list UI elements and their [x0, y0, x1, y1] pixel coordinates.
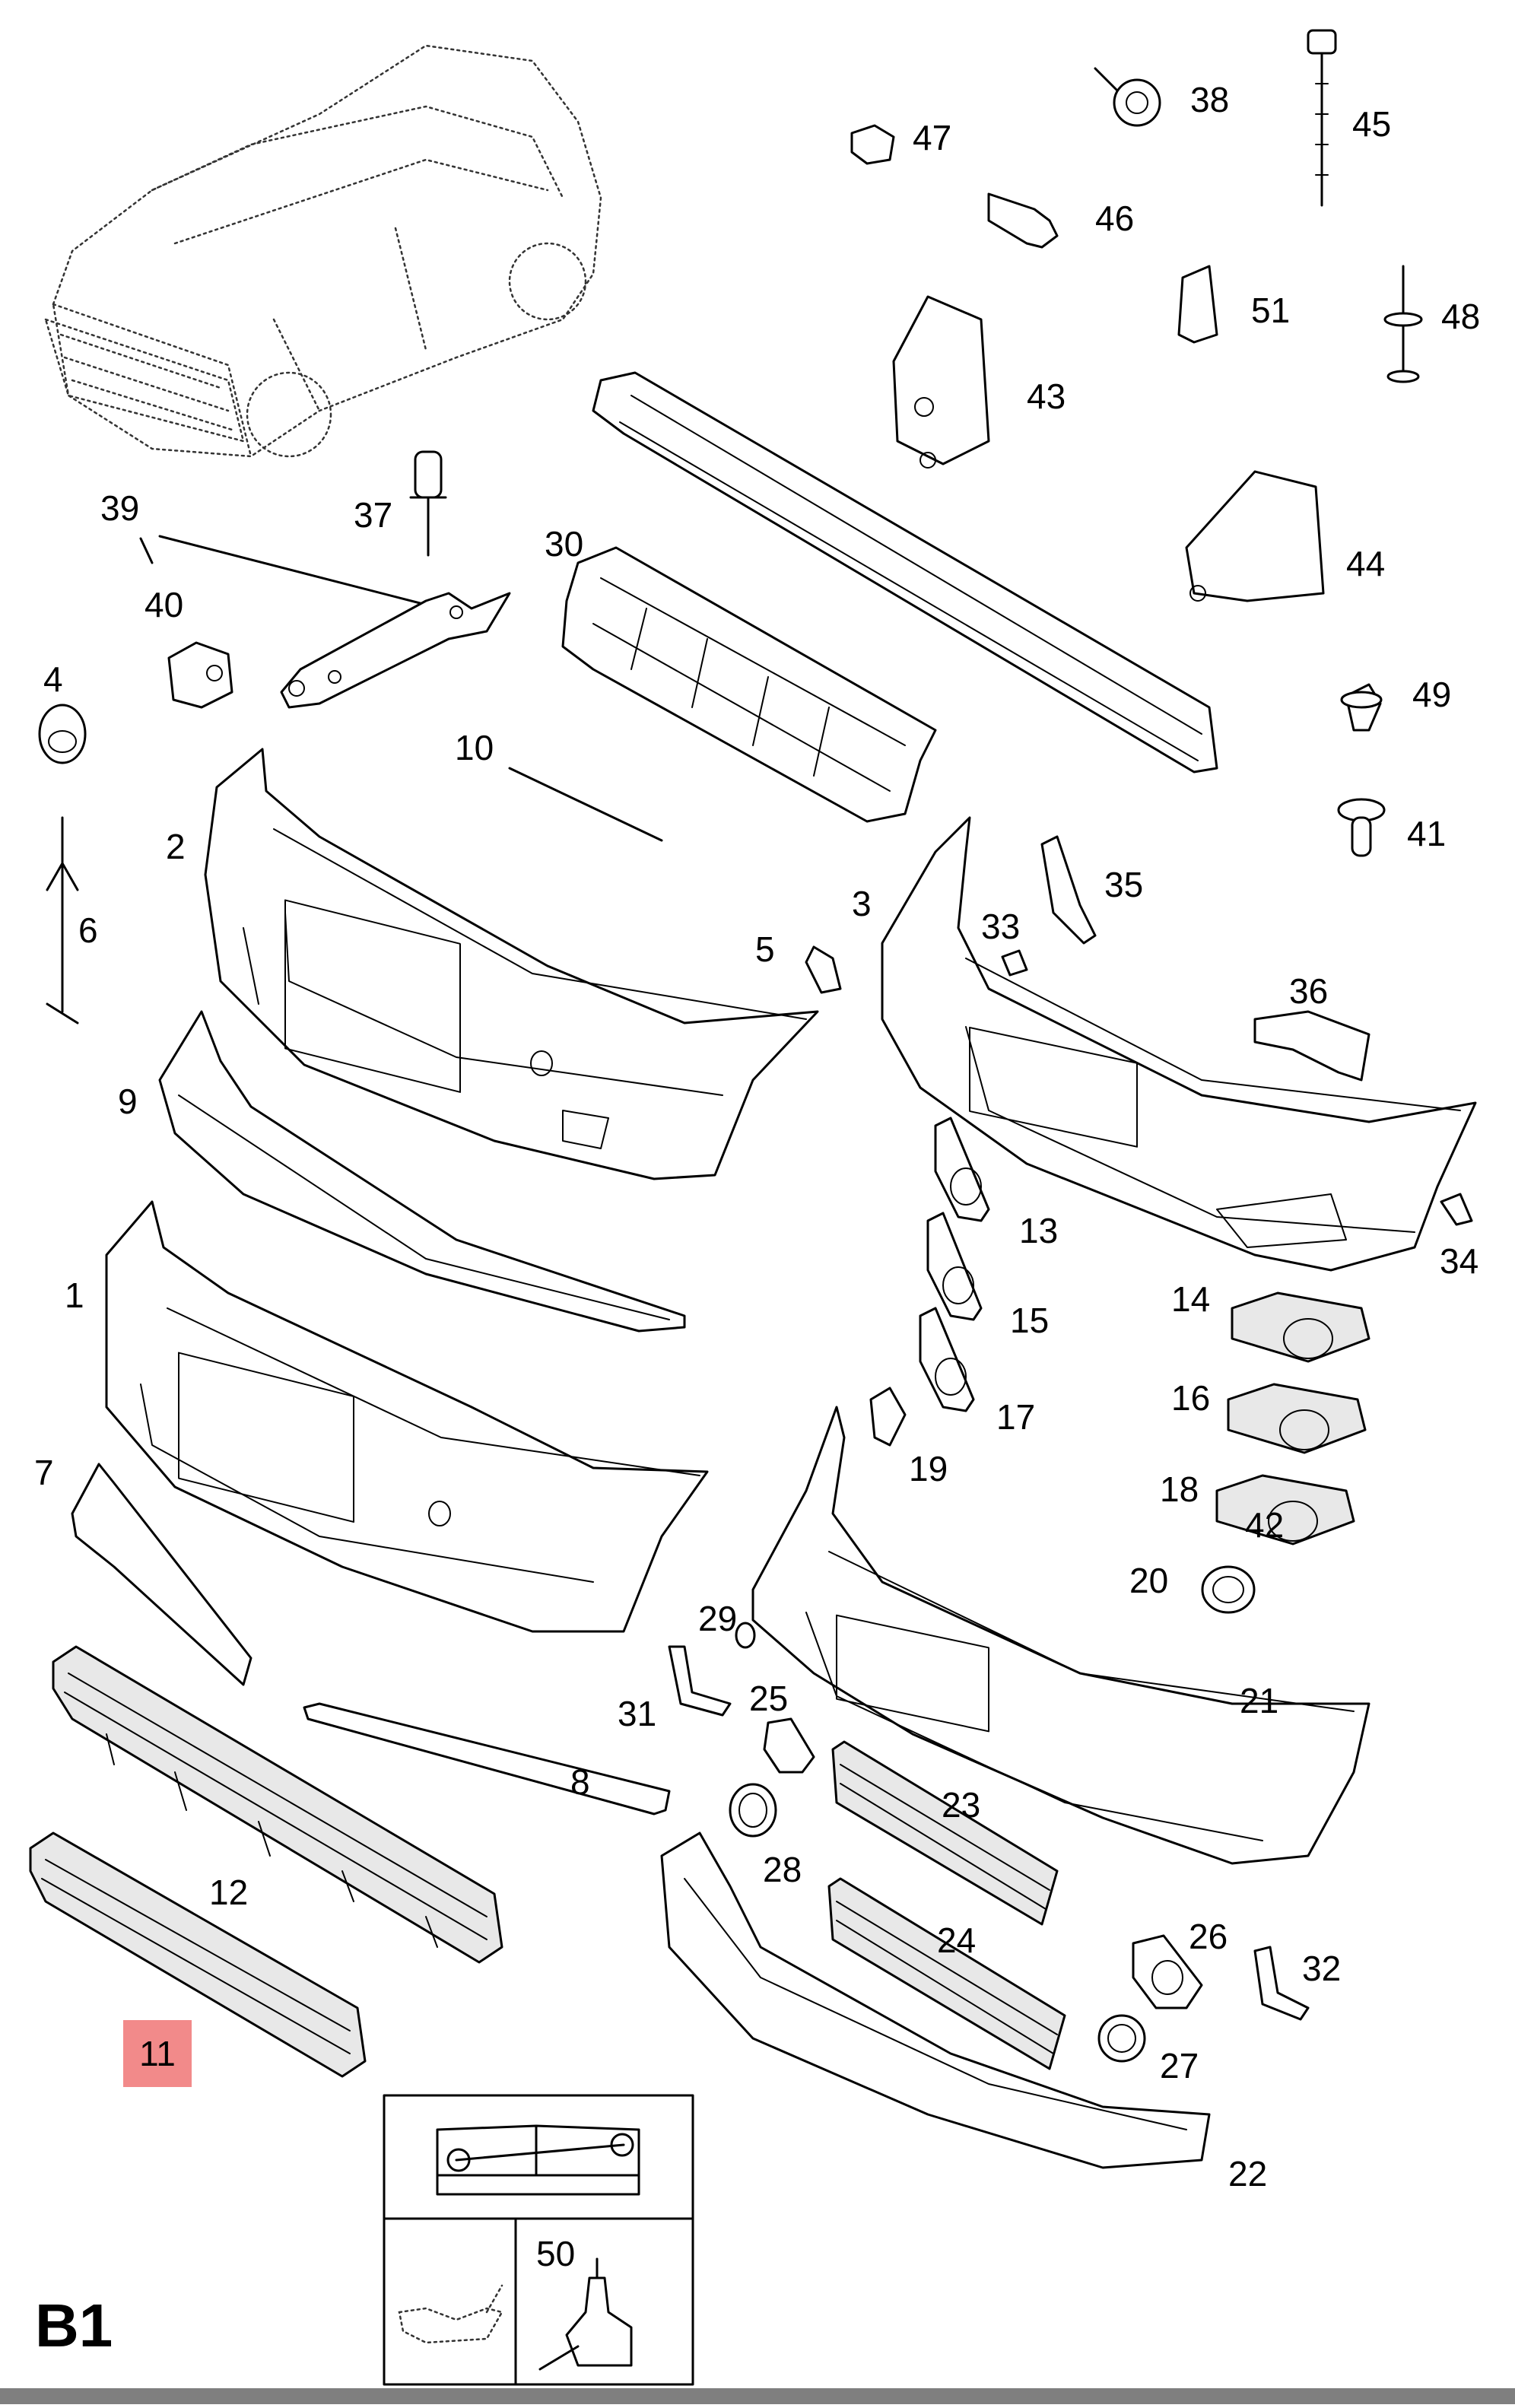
bracket-part	[1253, 1010, 1370, 1082]
adhesive-bottle-icon	[538, 2257, 633, 2371]
bottom-bar	[0, 2388, 1515, 2404]
part-number-label: 19	[909, 1449, 948, 1488]
lower-spoiler-part	[660, 1831, 1211, 2169]
cap-part	[869, 1387, 907, 1447]
part-number-label: 12	[209, 1873, 249, 1912]
part-number-label: 43	[1027, 376, 1066, 416]
part-number-label: 28	[763, 1850, 802, 1889]
fog-lamp-bracket-part	[919, 1117, 990, 1412]
bracket-part	[1040, 835, 1097, 945]
service-info-box	[383, 2094, 694, 2386]
bracket-part	[280, 592, 511, 709]
part-number-label: 17	[996, 1397, 1036, 1437]
part-number-label: 16	[1171, 1378, 1211, 1418]
part-number-label: 3	[852, 884, 872, 923]
part-number-label: 49	[1412, 675, 1452, 714]
part-number-label: 9	[118, 1082, 138, 1121]
part-number-label: 24	[937, 1920, 977, 1960]
bumper-beam-part	[592, 371, 1218, 774]
leader-line	[139, 535, 427, 606]
highlighted-part-number: 11	[123, 2020, 192, 2087]
lip-spoiler-part	[158, 1010, 686, 1333]
part-number-label: 33	[981, 907, 1021, 946]
part-number-label: 36	[1289, 971, 1329, 1011]
fog-lamp-bracket-part	[1132, 1934, 1203, 2009]
clip-part	[1440, 1193, 1473, 1226]
part-number-label: 29	[698, 1599, 738, 1638]
part-number-label: 10	[455, 728, 494, 767]
part-number-label: 26	[1189, 1917, 1228, 1956]
part-number-label: 34	[1440, 1241, 1479, 1281]
part-number-label: 47	[913, 118, 952, 157]
part-number-label: 50	[536, 2234, 576, 2273]
chrome-strip-part	[303, 1702, 671, 1816]
part-number-label: 25	[749, 1679, 789, 1718]
section-code: B1	[35, 2292, 113, 2359]
fog-lamp-grille-part	[1215, 1291, 1370, 1546]
bumper-cover-lower-part	[105, 1200, 709, 1633]
lower-grille-part	[29, 1831, 367, 2078]
part-number-label: 38	[1190, 80, 1230, 119]
part-number-label: 21	[1240, 1681, 1279, 1720]
bumper-cover-part	[204, 748, 819, 1180]
part-number-label: 51	[1251, 291, 1291, 330]
part-number-label: 41	[1407, 814, 1447, 853]
part-number-label: 35	[1104, 865, 1144, 904]
part-number-label: 14	[1171, 1279, 1211, 1319]
part-number-label: 22	[1228, 2154, 1268, 2194]
part-number-label: 32	[1302, 1949, 1342, 1988]
grille-part	[827, 1877, 1066, 2070]
cap-part	[735, 1622, 756, 1649]
repair-manual-icon	[436, 2124, 640, 2196]
clip-part	[167, 641, 233, 709]
part-number-label: 6	[78, 910, 98, 950]
car-overview-icon	[44, 44, 602, 458]
part-number-label: 13	[1019, 1211, 1059, 1250]
part-number-label: 42	[1245, 1505, 1285, 1545]
clip-part	[1001, 949, 1028, 977]
part-number-label: 39	[100, 488, 140, 528]
bumper-cover-facelift-part	[751, 1406, 1370, 1865]
part-number-label: 31	[618, 1694, 657, 1733]
plug-part	[38, 704, 87, 764]
part-number-label: 8	[570, 1762, 590, 1802]
lower-trim-part	[71, 1463, 252, 1686]
rivet-part	[409, 450, 447, 557]
trim-strip-part	[508, 767, 663, 842]
bumper-cover-sport-part	[881, 816, 1477, 1272]
ring-part	[1097, 2014, 1146, 2063]
part-number-label: 44	[1346, 544, 1386, 583]
part-number-label: 7	[34, 1453, 54, 1492]
arrow-marker	[46, 816, 79, 1025]
part-number-label: 15	[1010, 1301, 1050, 1340]
part-number-label: 18	[1160, 1469, 1199, 1509]
oil-can-icon	[398, 2284, 503, 2344]
part-number-label: 5	[755, 929, 775, 969]
part-number-label: 20	[1129, 1561, 1169, 1600]
ring-part	[1201, 1565, 1256, 1614]
part-number-label: 48	[1441, 297, 1481, 336]
ring-part	[729, 1783, 777, 1838]
part-number-label: 40	[145, 585, 184, 624]
bracket-part	[668, 1645, 732, 1717]
part-number-label: 4	[43, 659, 63, 699]
fastener-parts	[850, 29, 1423, 857]
part-number-label: 45	[1352, 104, 1392, 144]
part-number-label: 37	[354, 495, 393, 535]
bracket-part	[1253, 1946, 1310, 2021]
cap-part	[805, 945, 842, 994]
part-number-label: 46	[1095, 199, 1135, 238]
part-number-label: 1	[65, 1275, 84, 1315]
part-number-label: 27	[1160, 2046, 1199, 2086]
energy-absorber-part	[561, 546, 937, 823]
fog-lamp-bracket-part	[763, 1717, 815, 1774]
part-number-label: 30	[545, 524, 584, 564]
grille-part	[831, 1740, 1059, 1926]
part-number-label: 2	[166, 827, 186, 866]
part-number-label: 23	[942, 1785, 981, 1825]
